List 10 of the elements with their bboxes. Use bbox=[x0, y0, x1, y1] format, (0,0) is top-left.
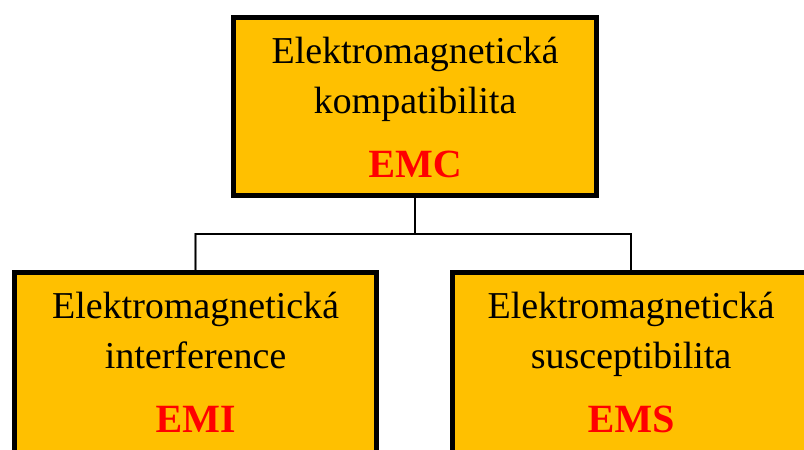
abbreviation-label: EMI bbox=[154, 395, 236, 443]
node-title: Elektromagnetická kompatibilita bbox=[270, 29, 560, 124]
node-title: Elektromagnetická susceptibilita bbox=[486, 284, 776, 379]
org-box bbox=[450, 270, 804, 450]
org-box bbox=[231, 15, 599, 198]
connector-line bbox=[414, 198, 632, 270]
abbreviation-label: EMC bbox=[367, 140, 463, 188]
node-title: Elektromagnetická interference bbox=[51, 284, 340, 379]
org-box bbox=[12, 270, 379, 450]
abbreviation-label: EMS bbox=[586, 395, 676, 443]
